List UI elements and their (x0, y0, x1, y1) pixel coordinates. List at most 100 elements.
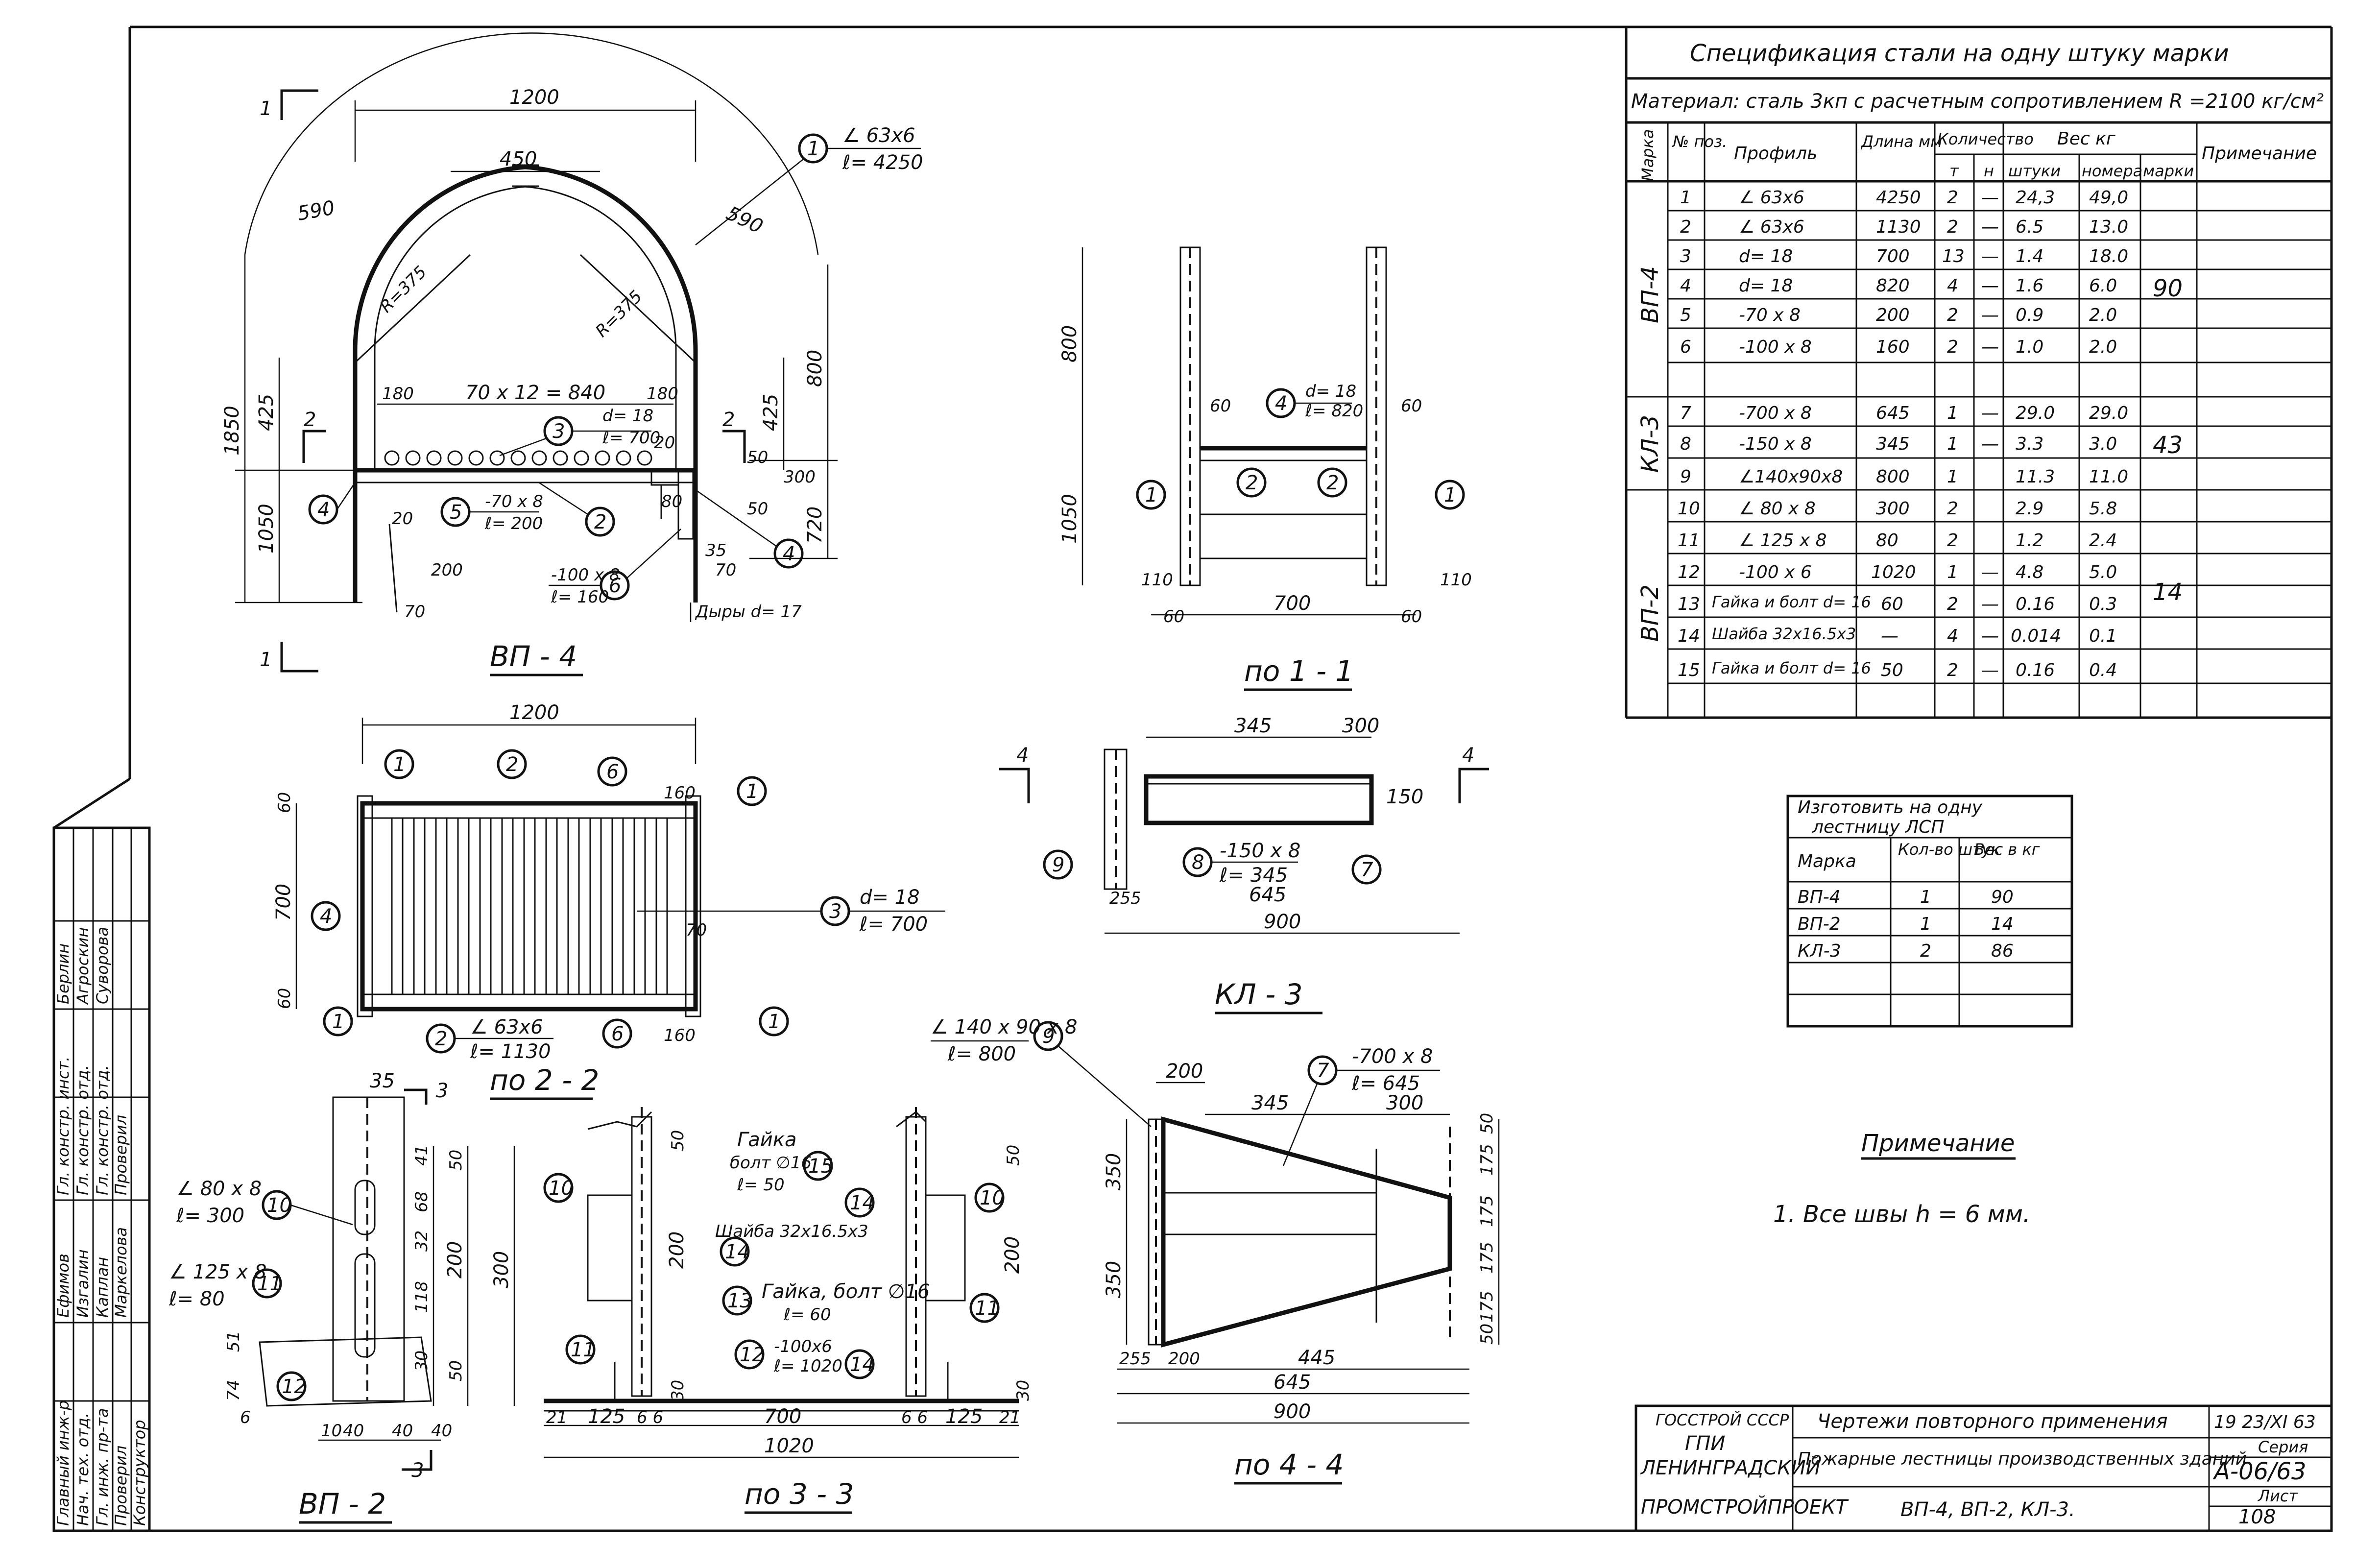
dim-425-right: 425 (760, 394, 782, 431)
dim-345-kl3: 345 (1234, 715, 1272, 737)
section-mark-1-bottom: 1 (260, 649, 272, 671)
tb-sheet: 108 (2238, 1506, 2276, 1528)
dim-160-s22-b: 160 (664, 1026, 696, 1045)
label-p15-line2: болт ∅16 (730, 1153, 812, 1173)
signature-strip: Главный инж-р Нач. тех. отд. Гл. инж. пр… (52, 826, 151, 1532)
callout-8-kl3: 8 (1192, 851, 1204, 874)
spec-cell-profile: ∠ 63x6 (1739, 217, 1804, 237)
callout-7-kl3: 7 (1361, 859, 1373, 881)
spec-cell-profile: ∠140x90x8 (1739, 467, 1843, 487)
view-title-s11: по 1 - 1 (1244, 654, 1353, 688)
spec-group-weight: 90 (2153, 275, 2183, 302)
note-text: 1. Все швы h = 6 мм. (1773, 1201, 2030, 1228)
dim-160-s22-a: 160 (664, 783, 696, 803)
dim-300-vp2: 300 (490, 1251, 513, 1288)
spec-cell-pos: 2 (1680, 217, 1691, 237)
spec-cell-qty-t: 2 (1947, 217, 1958, 237)
spec-cell-weight-piece: 3.3 (2016, 434, 2043, 454)
spec-cell-length: 160 (1876, 337, 1910, 357)
dim-60-s11-a: 60 (1210, 396, 1231, 416)
dim-70-left: 70 (404, 602, 425, 622)
callout-7-s44: 7 (1317, 1060, 1329, 1082)
spec-cell-weight-pos: 11.0 (2089, 467, 2128, 487)
sig-role: Нач. тех. отд. (73, 1413, 92, 1526)
sig-role-2: Проверил (112, 1115, 130, 1195)
callout-10-s33-left: 10 (549, 1177, 574, 1200)
view-kl3: 4 4 345 300 150 255 645 900 9 8 -150 x 8… (999, 715, 1489, 1014)
view-vp4: 1 1 R=375 R=375 1200 450 590 590 1850 42… (221, 32, 923, 676)
dim-110-s11-a: 110 (1141, 570, 1173, 590)
spec-group-weight: 14 (2153, 579, 2183, 606)
dim-60-s11-d: 60 (1401, 607, 1422, 627)
dim-35: 35 (705, 541, 726, 560)
spec-cell-qty-n: — (1981, 305, 1999, 325)
dim-30-s33-b: 30 (1013, 1380, 1033, 1401)
spec-cell-weight-pos: 5.0 (2089, 562, 2117, 582)
dim-350-s44-a: 350 (1103, 1153, 1125, 1190)
make-title-1: Изготовить на одну (1798, 797, 1983, 818)
label-p4-length: ℓ= 820 (1305, 401, 1363, 421)
dim-200: 200 (431, 560, 463, 580)
dim-20-top: 20 (654, 433, 675, 453)
spec-cell-qty-n: — (1981, 188, 1999, 208)
spec-cell-length: — (1881, 626, 1898, 646)
callout-3-vp4: 3 (553, 420, 565, 443)
spec-title: Спецификация стали на одну штуку марки (1690, 40, 2229, 67)
spec-cell-weight-piece: 0.9 (2016, 305, 2043, 325)
dim-40-vp2-c: 40 (431, 1421, 452, 1441)
label-p12-profile: -100x6 (774, 1337, 832, 1356)
spec-h-qty: Количество (1937, 130, 2034, 148)
spec-cell-qty-t: 2 (1947, 337, 1958, 357)
dim-21-s33-a: 21 (546, 1408, 567, 1427)
spec-cell-profile: ∠ 125 x 8 (1739, 531, 1827, 551)
dim-700-s33: 700 (764, 1405, 801, 1428)
spec-cell-weight-pos: 0.4 (2089, 660, 2117, 680)
dim-60-s22-a: 60 (275, 792, 294, 813)
callout-4-s11: 4 (1275, 392, 1287, 415)
callout-1-s22-bottom: 1 (332, 1011, 344, 1033)
spec-cell-qty-t: 2 (1947, 305, 1958, 325)
spec-cell-qty-n: — (1981, 660, 1999, 680)
spec-cell-pos: 7 (1680, 403, 1691, 423)
spec-cell-pos: 1 (1680, 188, 1691, 208)
callout-10-s33-right: 10 (980, 1187, 1005, 1209)
spec-cell-pos: 6 (1680, 337, 1691, 357)
dim-345-s44: 345 (1251, 1092, 1289, 1114)
dim-590-right: 590 (723, 202, 767, 238)
spec-cell-profile: -700 x 8 (1739, 403, 1812, 423)
dim-900-kl3: 900 (1264, 911, 1301, 933)
spec-cell-length: 700 (1876, 246, 1910, 266)
spec-cell-qty-t: 2 (1947, 188, 1958, 208)
dim-200-s44-bottom: 200 (1168, 1349, 1200, 1369)
callout-1-s22-top: 1 (393, 753, 406, 776)
dim-720: 720 (804, 507, 826, 544)
spec-row-lines (1626, 210, 2331, 684)
dim-255-kl3: 255 (1109, 889, 1141, 908)
spec-h-weight-mark: марки (2143, 162, 2194, 180)
sig-name: Каплан (93, 1257, 112, 1318)
dim-41-vp2: 41 (412, 1145, 432, 1166)
label-p7-profile: -700 x 8 (1352, 1045, 1433, 1068)
make-cell-weight: 14 (1991, 914, 2014, 934)
spec-cell-weight-piece: 0.014 (2011, 626, 2061, 646)
spec-cell-weight-piece: 1.2 (2016, 531, 2043, 551)
dim-175-s44-a: 175 (1477, 1144, 1497, 1176)
label-p8-profile: -150 x 8 (1220, 840, 1300, 862)
spec-cell-pos: 8 (1680, 434, 1691, 454)
spec-cell-qty-n: — (1981, 626, 1999, 646)
spec-h-weight-pos: номера (2082, 162, 2142, 180)
spec-rows: 1 ∠ 63x6 4250 2 — 24,3 49,0 2 ∠ 63x6 113… (1678, 188, 2128, 680)
spec-cell-weight-pos: 0.1 (2089, 626, 2117, 646)
dim-350-s44-b: 350 (1103, 1261, 1125, 1298)
spec-cell-weight-piece: 2.9 (2016, 499, 2043, 519)
callout-1-s22-bottom-right: 1 (768, 1011, 780, 1033)
callout-10-vp2: 10 (267, 1194, 292, 1217)
spec-cell-weight-piece: 4.8 (2016, 562, 2043, 582)
spec-h-note: Примечание (2202, 144, 2317, 164)
spec-cell-qty-t: 2 (1947, 660, 1958, 680)
spec-group-mark: ВП-4 (1636, 266, 1664, 323)
spec-cell-weight-pos: 2.0 (2089, 337, 2117, 357)
dim-590-left: 590 (296, 196, 336, 225)
spec-cell-weight-piece: 1.4 (2016, 246, 2043, 266)
tb-line-3: ВП-4, ВП-2, КЛ-3. (1900, 1498, 2075, 1521)
